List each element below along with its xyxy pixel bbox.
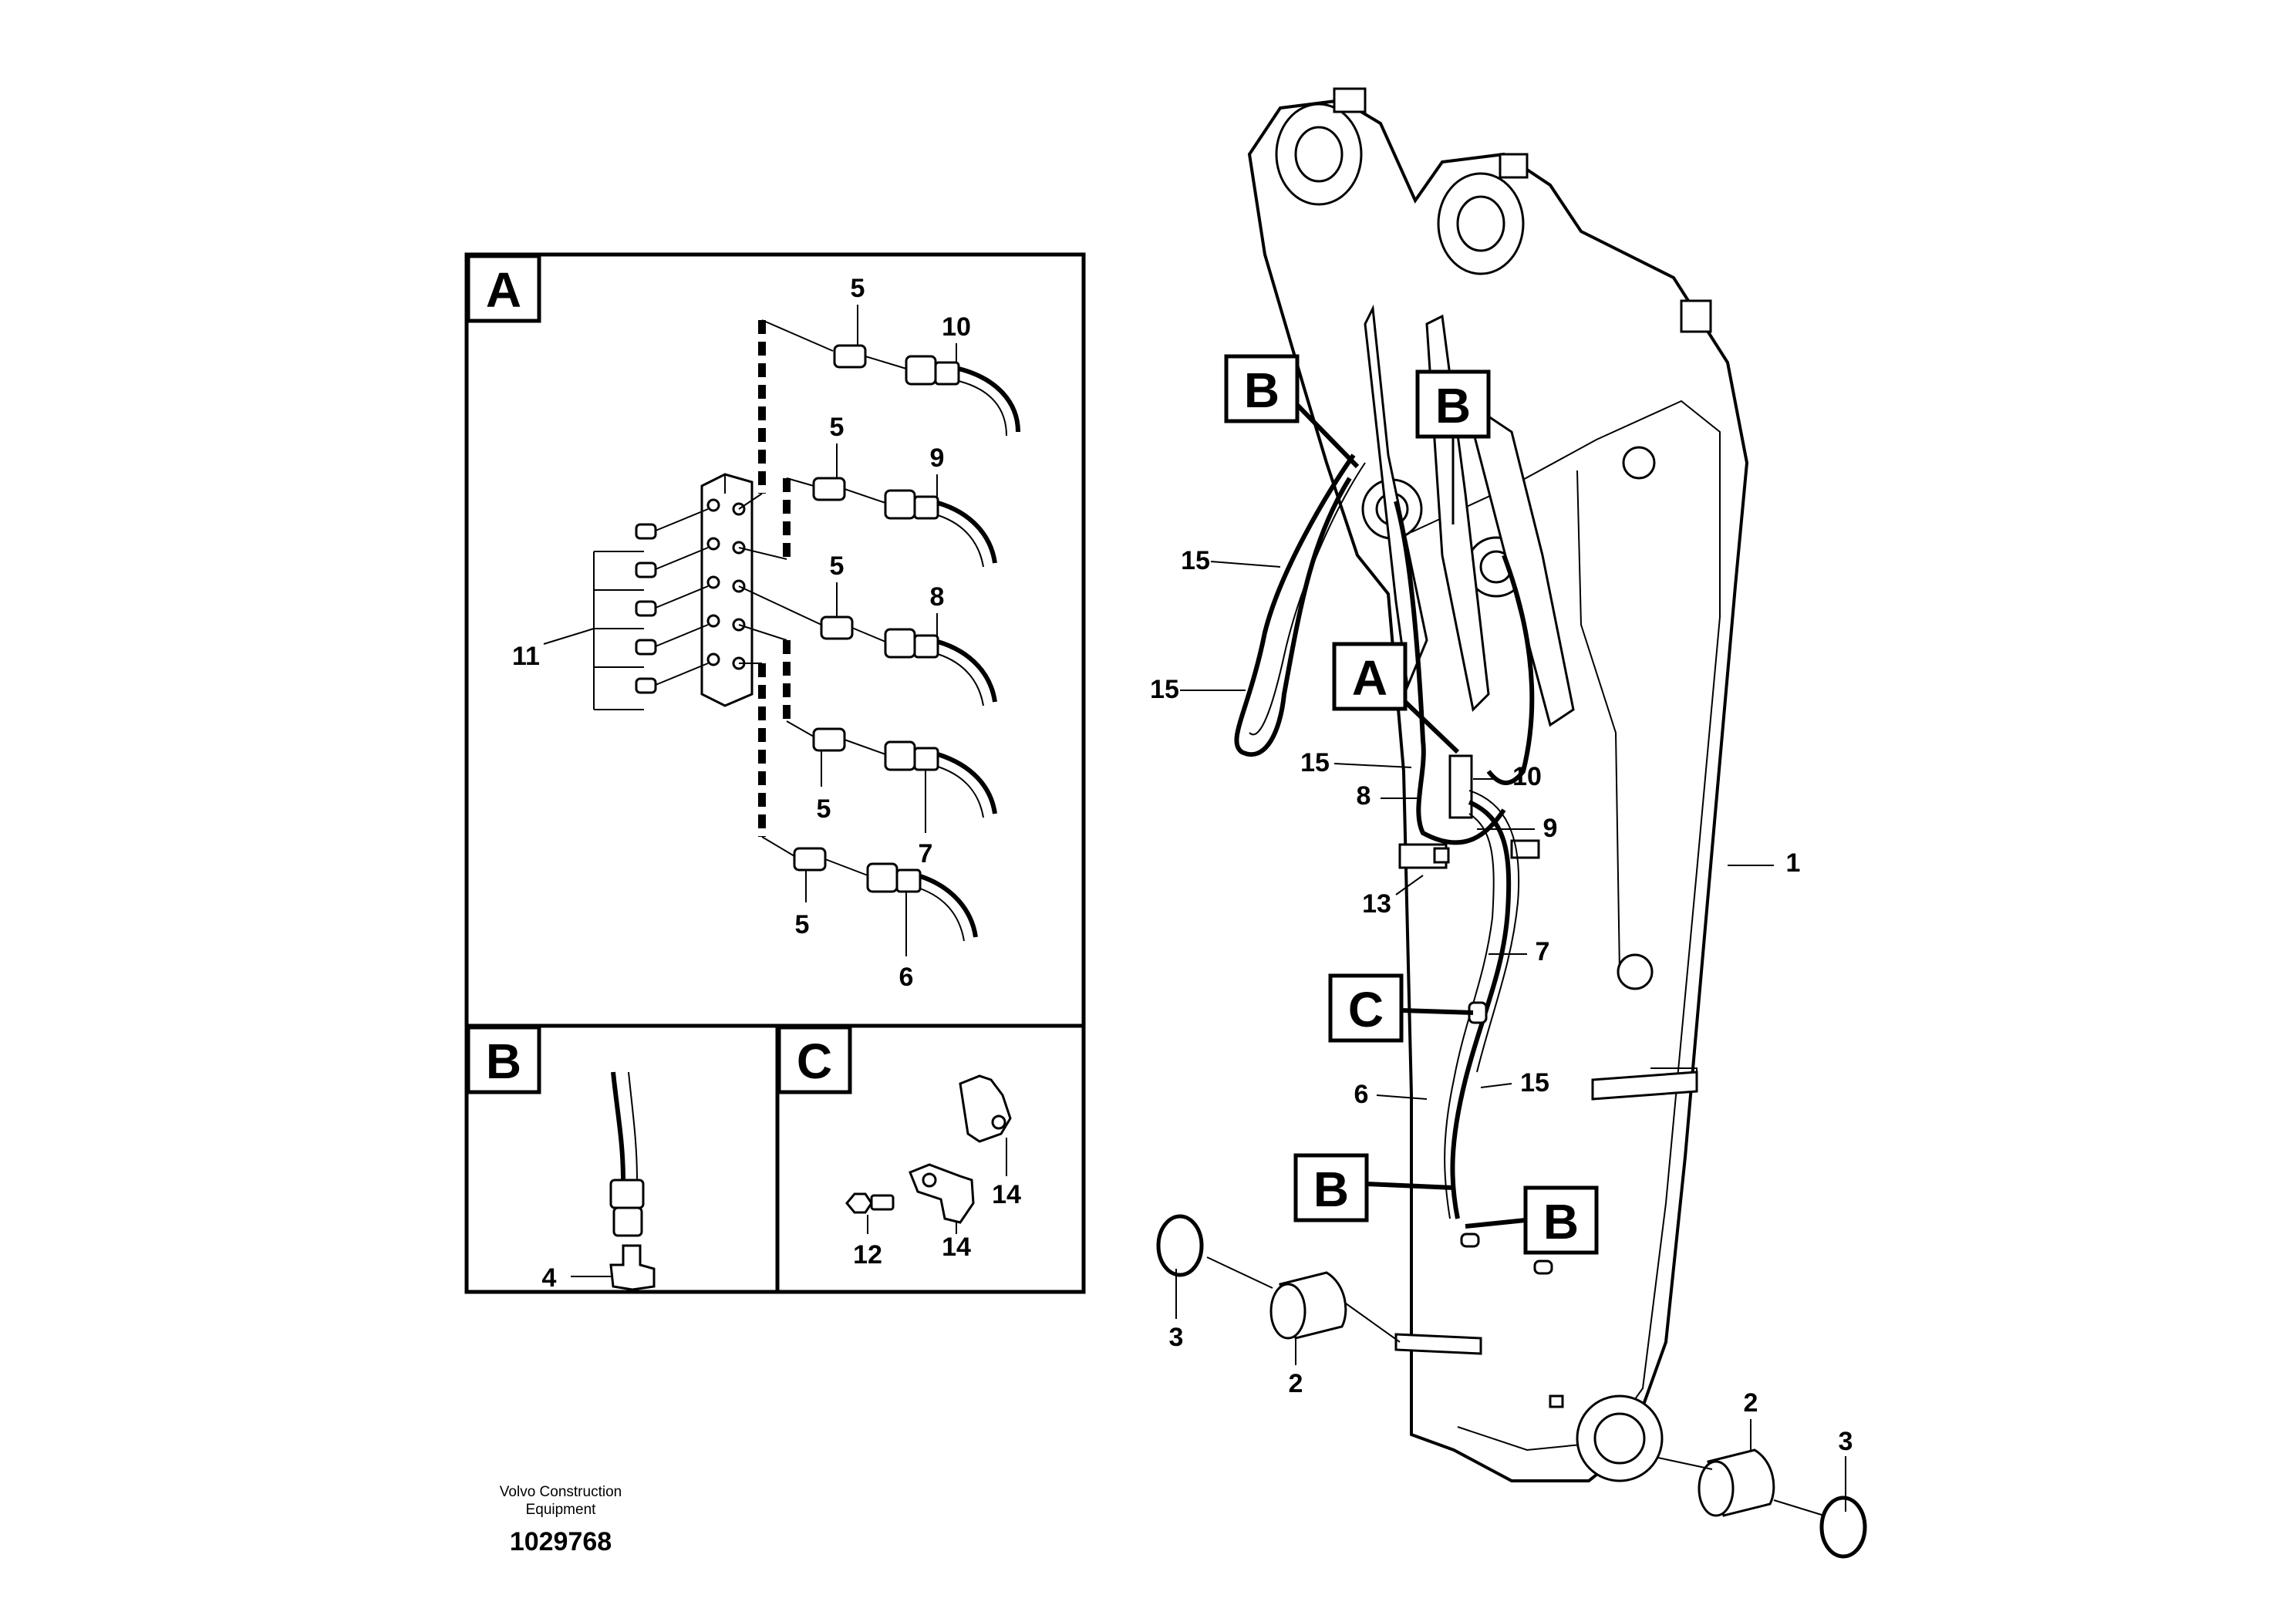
callout-main-7: 7 [1536, 937, 1550, 966]
credit-line-1: Volvo Construction [500, 1484, 622, 1500]
callout-main-13: 13 [1362, 889, 1391, 919]
detail-a-tag: A [466, 254, 541, 323]
credit-line-2: Equipment [526, 1502, 597, 1518]
arm-body [1247, 98, 1749, 1482]
detail-a-leaders [543, 305, 957, 956]
callout-b-4: 4 [542, 1263, 557, 1293]
detail-a-drawing: 5 10 5 9 5 8 11 5 7 5 6 [512, 274, 1020, 992]
callout-a-10: 10 [942, 312, 971, 342]
main-tag-a-letter: A [1352, 650, 1387, 706]
bushing-right [1657, 1448, 1867, 1559]
block-ports [706, 498, 746, 670]
fitting-row-5 [793, 847, 978, 942]
manifold-block [1448, 754, 1473, 819]
main-tag-a: A [1332, 642, 1460, 754]
main-tag-b-lower-left: B [1293, 1153, 1455, 1222]
fitting-row-1 [833, 344, 1020, 437]
main-tag-b-lower-right: B [1465, 1185, 1599, 1255]
callout-a-6: 6 [899, 963, 914, 992]
detail-b-letter: B [486, 1034, 521, 1089]
callout-c-12: 12 [853, 1240, 882, 1270]
callout-main-9: 9 [1543, 814, 1558, 843]
hose-clamp-upper [959, 1074, 1012, 1143]
callout-main-15-c: 15 [1300, 748, 1330, 777]
main-tag-c: C [1328, 973, 1474, 1043]
detail-c-tag: C [777, 1025, 852, 1094]
main-tag-b-upper-left: B [1224, 354, 1360, 469]
callout-a-7: 7 [919, 839, 933, 868]
clamp-bolt [845, 1192, 873, 1214]
callout-main-8: 8 [1357, 781, 1371, 811]
elbow-fitting [609, 1244, 656, 1291]
main-tag-b-lower-right-letter: B [1543, 1194, 1579, 1249]
callout-main-15-d: 15 [1520, 1068, 1549, 1098]
detail-b-drawing: 4 [542, 1071, 656, 1293]
main-tag-c-letter: C [1348, 982, 1384, 1037]
main-tag-b-lower-left-letter: B [1313, 1162, 1349, 1217]
callout-main-15-a: 15 [1181, 546, 1210, 575]
callout-main-3-left: 3 [1169, 1323, 1184, 1352]
callout-main-2-right: 2 [1744, 1388, 1758, 1418]
excavator-arm [1156, 87, 1867, 1559]
top-pivots [1275, 87, 1712, 333]
callout-a-9: 9 [930, 443, 945, 473]
fitting-row-2 [812, 477, 997, 568]
main-tag-b-upper-left-letter: B [1244, 363, 1279, 418]
fitting-row-3 [820, 615, 997, 706]
callout-a-8: 8 [930, 582, 945, 612]
callout-a-5-row3: 5 [830, 551, 845, 581]
port-caps [593, 508, 709, 710]
main-tag-b-upper-right-letter: B [1435, 378, 1471, 433]
detail-b-tag: B [466, 1025, 541, 1094]
callout-a-5-row2: 5 [830, 413, 845, 442]
callout-main-3-right: 3 [1839, 1427, 1853, 1456]
callout-c-14-upper: 14 [992, 1180, 1021, 1209]
callout-a-11: 11 [512, 642, 540, 671]
document-number: 1029768 [510, 1527, 612, 1556]
fitting-row-4 [812, 727, 997, 818]
callout-c-14-lower: 14 [942, 1233, 971, 1262]
callout-main-15-b: 15 [1150, 675, 1179, 704]
callout-main-10: 10 [1512, 762, 1542, 791]
callout-a-5-row1: 5 [851, 274, 865, 303]
main-tag-b-upper-right: B [1415, 369, 1491, 524]
hose-loop [1234, 454, 1356, 757]
bushing-left [1156, 1214, 1401, 1343]
callout-main-2-left: 2 [1289, 1369, 1303, 1398]
detail-c-letter: C [797, 1034, 832, 1089]
callout-main-1: 1 [1786, 848, 1801, 878]
hose-clamp-lower [909, 1163, 975, 1224]
callout-a-5-row5: 5 [795, 910, 810, 939]
detail-c-drawing: 12 14 14 [845, 1074, 1021, 1270]
detail-a-letter: A [486, 262, 521, 318]
callout-a-5-row4: 5 [817, 794, 831, 824]
callout-main-6: 6 [1354, 1080, 1369, 1109]
footer: Volvo Construction Equipment 1029768 [500, 1484, 622, 1556]
main-leaders [1175, 561, 1846, 1512]
